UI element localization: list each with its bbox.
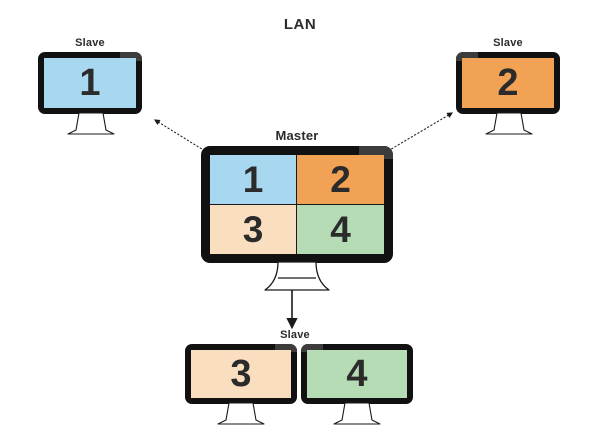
webcam-notch-icon xyxy=(120,52,142,61)
monitor-stand xyxy=(66,112,116,135)
monitor-slave-3[interactable]: 3 xyxy=(185,344,297,404)
slave-1-label: Slave xyxy=(75,37,105,49)
screen-cell-1: 1 xyxy=(44,58,136,108)
screen-cell-3: 3 xyxy=(210,204,297,254)
screen-cell-4: 4 xyxy=(297,204,384,254)
screen-cell-4: 4 xyxy=(307,350,407,398)
slave-3-label: Slave xyxy=(280,329,310,341)
monitor-screen: 3 xyxy=(191,350,291,398)
webcam-notch-icon xyxy=(275,344,297,352)
screen-cell-2: 2 xyxy=(297,155,384,205)
arrow-master-to-slave-2 xyxy=(387,112,454,152)
monitor-stand-master xyxy=(262,261,332,294)
monitor-screen: 1 2 3 4 xyxy=(210,155,384,254)
screen-cell-1: 1 xyxy=(210,155,297,205)
monitor-slave-4[interactable]: 4 xyxy=(301,344,413,404)
master-label: Master xyxy=(275,128,319,143)
monitor-screen: 4 xyxy=(307,350,407,398)
screen-cell-3: 3 xyxy=(191,350,291,398)
monitor-master[interactable]: 1 2 3 4 xyxy=(201,146,393,263)
webcam-notch-icon xyxy=(301,344,323,352)
monitor-slave-2[interactable]: 2 xyxy=(456,52,560,114)
screen-cell-2: 2 xyxy=(462,58,554,108)
monitor-screen: 1 xyxy=(44,58,136,108)
monitor-screen: 2 xyxy=(462,58,554,108)
webcam-notch-icon xyxy=(456,52,478,61)
slave-2-label: Slave xyxy=(493,37,523,49)
monitor-stand xyxy=(332,402,382,425)
diagram-title: LAN xyxy=(283,16,317,33)
monitor-slave-1[interactable]: 1 xyxy=(38,52,142,114)
monitor-stand xyxy=(484,112,534,135)
arrow-master-to-slave-1 xyxy=(153,119,206,152)
monitor-stand xyxy=(216,402,266,425)
